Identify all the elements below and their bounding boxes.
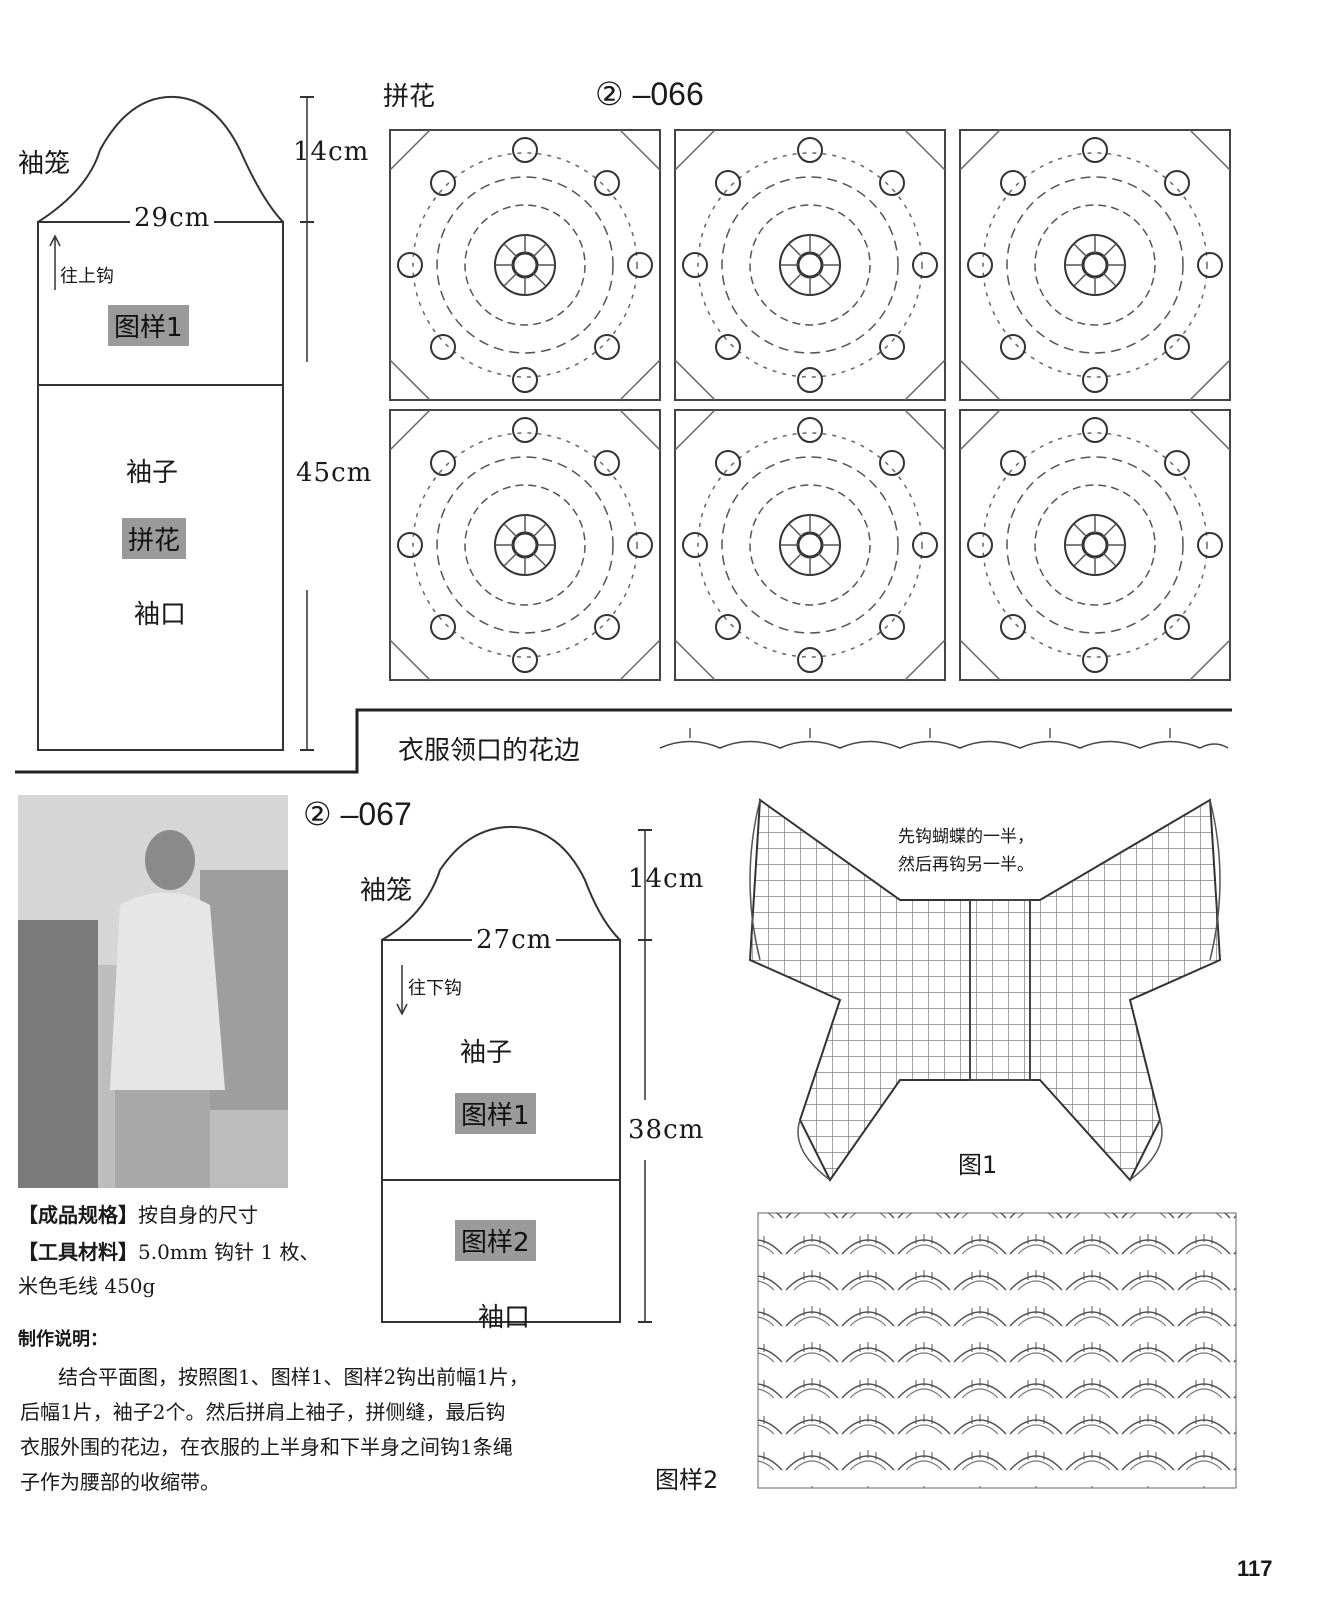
instructions-line: 后幅1片，袖子2个。然后拼肩上袖子，拼侧缝，最后钩 [20, 1400, 506, 1424]
spec-size: 【成品规格】按自身的尺寸 [18, 1200, 258, 1230]
spec-materials-value: 5.0mm 钩针 1 枚、 [138, 1240, 320, 1264]
stitch-pattern-1-label-067: 图样1 [455, 1093, 536, 1134]
cap-height-067: 14cm [628, 864, 705, 894]
figure-1-label: 图1 [958, 1151, 998, 1179]
collar-edging-chart [659, 728, 1229, 749]
sleeve-cap-label-066: 袖笼 [18, 149, 71, 179]
page-number: 117 [1237, 1556, 1273, 1581]
instructions-line: 子作为腰部的收缩带。 [20, 1470, 220, 1494]
motif-title: 拼花 [383, 82, 436, 112]
butterfly-chart [748, 798, 1222, 1182]
sleeve-066-diagram [37, 95, 314, 751]
model-photo [18, 795, 288, 1188]
sleeve-width-066: 29cm [130, 203, 215, 233]
pattern-067-number: ② –067 [303, 796, 412, 832]
body-height-067: 38cm [628, 1115, 705, 1145]
body-height-066: 45cm [296, 458, 373, 488]
collar-edging-title: 衣服领口的花边 [398, 736, 581, 766]
sleeve-cap-label-067: 袖笼 [360, 876, 413, 906]
section-divider [15, 708, 1232, 774]
stitch-pattern-2-label-067: 图样2 [455, 1220, 536, 1261]
spec-size-label: 【成品规格】 [18, 1203, 138, 1227]
motif-label-066: 拼花 [122, 518, 187, 559]
spec-size-value: 按自身的尺寸 [138, 1203, 258, 1227]
spec-materials-label: 【工具材料】 [18, 1240, 138, 1264]
cuff-label-067: 袖口 [478, 1303, 531, 1333]
direction-066: 往上钩 [60, 266, 114, 287]
sleeve-label-067: 袖子 [460, 1038, 513, 1068]
cap-height-066: 14cm [293, 137, 370, 167]
stitch-pattern-label-066: 图样1 [108, 305, 189, 346]
direction-067: 往下钩 [408, 978, 462, 999]
instructions-heading: 制作说明： [18, 1329, 108, 1350]
spec-materials-value-2: 米色毛线 450g [18, 1274, 156, 1298]
pattern-2-label: 图样2 [655, 1466, 719, 1494]
spec-materials: 【工具材料】5.0mm 钩针 1 枚、 [18, 1237, 320, 1267]
stitch-pattern-2-chart [757, 1212, 1237, 1489]
pattern-066-number: ② –066 [595, 76, 704, 112]
butterfly-note-1: 先钩蝴蝶的一半， [898, 822, 1034, 847]
motif-chart-066 [388, 128, 1232, 682]
butterfly-note-2: 然后再钩另一半。 [898, 850, 1034, 875]
sleeve-width-067: 27cm [472, 925, 557, 955]
sleeve-label-066: 袖子 [126, 458, 179, 488]
cuff-label-066: 袖口 [134, 600, 187, 630]
instructions-line: 衣服外围的花边，在衣服的上半身和下半身之间钩1条绳 [20, 1435, 513, 1459]
instructions-line: 结合平面图，按照图1、图样1、图样2钩出前幅1片， [58, 1365, 529, 1389]
